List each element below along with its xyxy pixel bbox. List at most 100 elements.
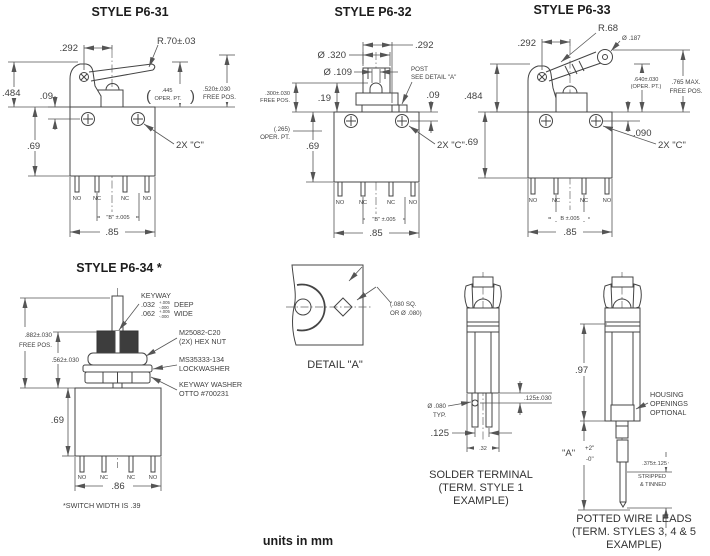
terminal-label: NC bbox=[127, 475, 135, 481]
lever-radius-label: R.68 bbox=[598, 23, 618, 34]
keyway-deep-label: DEEP bbox=[174, 300, 194, 309]
lead-length-name: "A" bbox=[562, 448, 575, 459]
p6-31-dimensions bbox=[0, 44, 244, 237]
p6-33-dimensions bbox=[490, 32, 708, 237]
potted-leads-caption-line2: (TERM. STYLES 3, 4 & 5 bbox=[572, 526, 696, 538]
dim-69-label: .69 bbox=[51, 415, 64, 426]
p6-34-terminal-labels: NO NC NC NO bbox=[78, 475, 158, 481]
dim-562-label: .562±.030 bbox=[52, 357, 80, 364]
terminal-label: NO bbox=[409, 200, 418, 206]
terminal-label: NO bbox=[336, 200, 345, 206]
keyway-deep-value: .032 bbox=[141, 300, 155, 309]
plunger-id-label: Ø .109 bbox=[323, 67, 352, 78]
p6-34-dimension-labels: .882±.030 FREE POS. .562±.030 .69 .86 *S… bbox=[19, 332, 141, 510]
keyway-wide-tol-plus: +.005 bbox=[159, 309, 170, 314]
holes-note-label: 2X "C" bbox=[658, 140, 686, 151]
solder-terminal-figure: .125±.030 Ø .080 TYP. .125 .32 SOLDER TE… bbox=[427, 272, 552, 507]
oper-pt-value: .640±.030 bbox=[634, 77, 659, 83]
panel-p6-34: STYLE P6-34 * NO NC NC NO bbox=[2, 261, 242, 510]
hole-dia-label: Ø .080 bbox=[427, 403, 446, 410]
p6-31-switch-drawing bbox=[69, 50, 156, 212]
oper-pt-caption: OPER. PT. bbox=[260, 134, 290, 141]
term-spacing-label: "B" ±.005 bbox=[372, 217, 395, 223]
terminal-label: NC bbox=[100, 475, 108, 481]
potted-wire-leads-figure: .97 "A" +2" -0" .375±.125 STRIPPED & TIN… bbox=[558, 272, 696, 551]
dim-19-label: .19 bbox=[318, 93, 331, 104]
p6-32-dimensions bbox=[292, 42, 438, 238]
hex-nut-note-line2: (2X) HEX NUT bbox=[179, 337, 227, 346]
oper-pt-paren-open: ( bbox=[146, 88, 151, 105]
free-pos-caption: FREE POS. bbox=[260, 98, 290, 104]
terminal-label: NC bbox=[121, 196, 129, 202]
free-pos-caption: FREE POS. bbox=[203, 94, 236, 101]
strip-note-line1: STRIPPED bbox=[638, 474, 666, 480]
p6-32-dimension-labels: Ø .320 Ø .109 .292 POST SEE DETAIL "A" .… bbox=[260, 40, 465, 239]
p6-33-switch-drawing bbox=[527, 46, 613, 210]
keyway-wide-value: .062 bbox=[141, 309, 155, 318]
hex-nut-note-line1: M25082-C20 bbox=[179, 328, 221, 337]
free-pos-caption: FREE POS. bbox=[19, 342, 52, 349]
free-pos-value: .300±.030 bbox=[265, 91, 290, 97]
units-note: units in mm bbox=[263, 534, 333, 548]
solder-terminal-caption-line3: EXAMPLE) bbox=[453, 495, 509, 507]
terminal-label: NO bbox=[529, 198, 538, 204]
housing-note-line1: HOUSING bbox=[650, 390, 684, 399]
dim-09-label: .09 bbox=[426, 90, 439, 101]
solder-terminal-dims: .125±.030 Ø .080 TYP. .125 .32 bbox=[427, 381, 552, 452]
p6-32-switch-drawing bbox=[333, 52, 420, 215]
potted-leads-dims: .97 "A" +2" -0" .375±.125 STRIPPED & TIN… bbox=[558, 323, 688, 528]
dim-32-label: .32 bbox=[479, 446, 487, 452]
holes-note-label: 2X "C" bbox=[437, 140, 465, 151]
lockwasher-note-line1: MS35333-134 bbox=[179, 355, 224, 364]
solder-terminal-caption-line1: SOLDER TERMINAL bbox=[429, 469, 533, 481]
panel-p6-31: STYLE P6-31 NO NC NC NO bbox=[0, 5, 244, 238]
lead-length-minus: -0" bbox=[586, 456, 594, 463]
free-pos-value: .520±.030 bbox=[203, 86, 231, 93]
potted-leads-caption-line3: EXAMPLE) bbox=[606, 539, 662, 551]
detail-a-callout-line1: (.080 SQ. bbox=[390, 301, 417, 308]
hole-offset-label: .125±.030 bbox=[524, 395, 552, 402]
free-pos-value: .882±.030 bbox=[25, 332, 53, 339]
detail-a-title: DETAIL "A" bbox=[307, 359, 363, 371]
dim-97-label: .97 bbox=[575, 365, 588, 376]
p6-34-dimensions bbox=[2, 297, 178, 491]
keyway-washer-note-line2: OTTO #700231 bbox=[179, 389, 229, 398]
dim-69-label: .69 bbox=[465, 137, 478, 148]
dim-484-label: .484 bbox=[464, 91, 483, 102]
oper-pt-caption: (OPER. PT.) bbox=[631, 84, 662, 90]
terminal-label: NO bbox=[143, 196, 152, 202]
post-cross-section bbox=[333, 297, 353, 317]
panel-title: STYLE P6-32 bbox=[334, 5, 411, 19]
oper-pt-value: (.265) bbox=[274, 126, 290, 133]
dim-292-label: .292 bbox=[518, 38, 537, 49]
dim-484-label: .484 bbox=[2, 88, 21, 99]
panel-p6-32: STYLE P6-32 NO NC NC NO bbox=[260, 5, 465, 239]
terminal-label: NO bbox=[78, 475, 87, 481]
dim-09-label: .09 bbox=[40, 91, 53, 102]
dim-69-label: .69 bbox=[306, 141, 319, 152]
keyway-deep-tol-plus: +.005 bbox=[159, 300, 170, 305]
term-spacing-label: "B" ±.005 bbox=[106, 215, 129, 221]
housing-note-line2: OPENINGS bbox=[650, 399, 688, 408]
oper-pt-value: .445 bbox=[162, 88, 173, 94]
dim-090-label: .090 bbox=[633, 128, 652, 139]
lever-radius-label: R.70±.03 bbox=[157, 36, 196, 47]
free-pos-caption: FREE POS. bbox=[669, 88, 702, 95]
strip-value-label: .375±.125 bbox=[642, 461, 667, 467]
keyway-wide-label: WIDE bbox=[174, 309, 193, 318]
dim-85-label: .85 bbox=[563, 227, 576, 238]
dim-292-label: .292 bbox=[60, 43, 79, 54]
p6-33-dimension-labels: .292 R.68 Ø .187 .484 .640±.030 (OPER. P… bbox=[464, 23, 703, 238]
p6-32-terminal-labels: NO NC NC NO bbox=[336, 200, 418, 206]
strip-note-line2: & TINNED bbox=[640, 482, 666, 488]
dim-85-label: .85 bbox=[105, 227, 118, 238]
roller-dia-label: Ø .187 bbox=[622, 35, 641, 42]
panel-p6-33: STYLE P6-33 NO NC NC bbox=[464, 3, 708, 238]
post-note-line2: SEE DETAIL "A" bbox=[411, 74, 456, 81]
terminal-label: NO bbox=[149, 475, 158, 481]
terminal-label: NO bbox=[73, 196, 82, 202]
pin-spacing-label: .125 bbox=[431, 428, 450, 439]
holes-note-label: 2X "C" bbox=[176, 140, 204, 151]
dim-85-label: .85 bbox=[369, 228, 382, 239]
